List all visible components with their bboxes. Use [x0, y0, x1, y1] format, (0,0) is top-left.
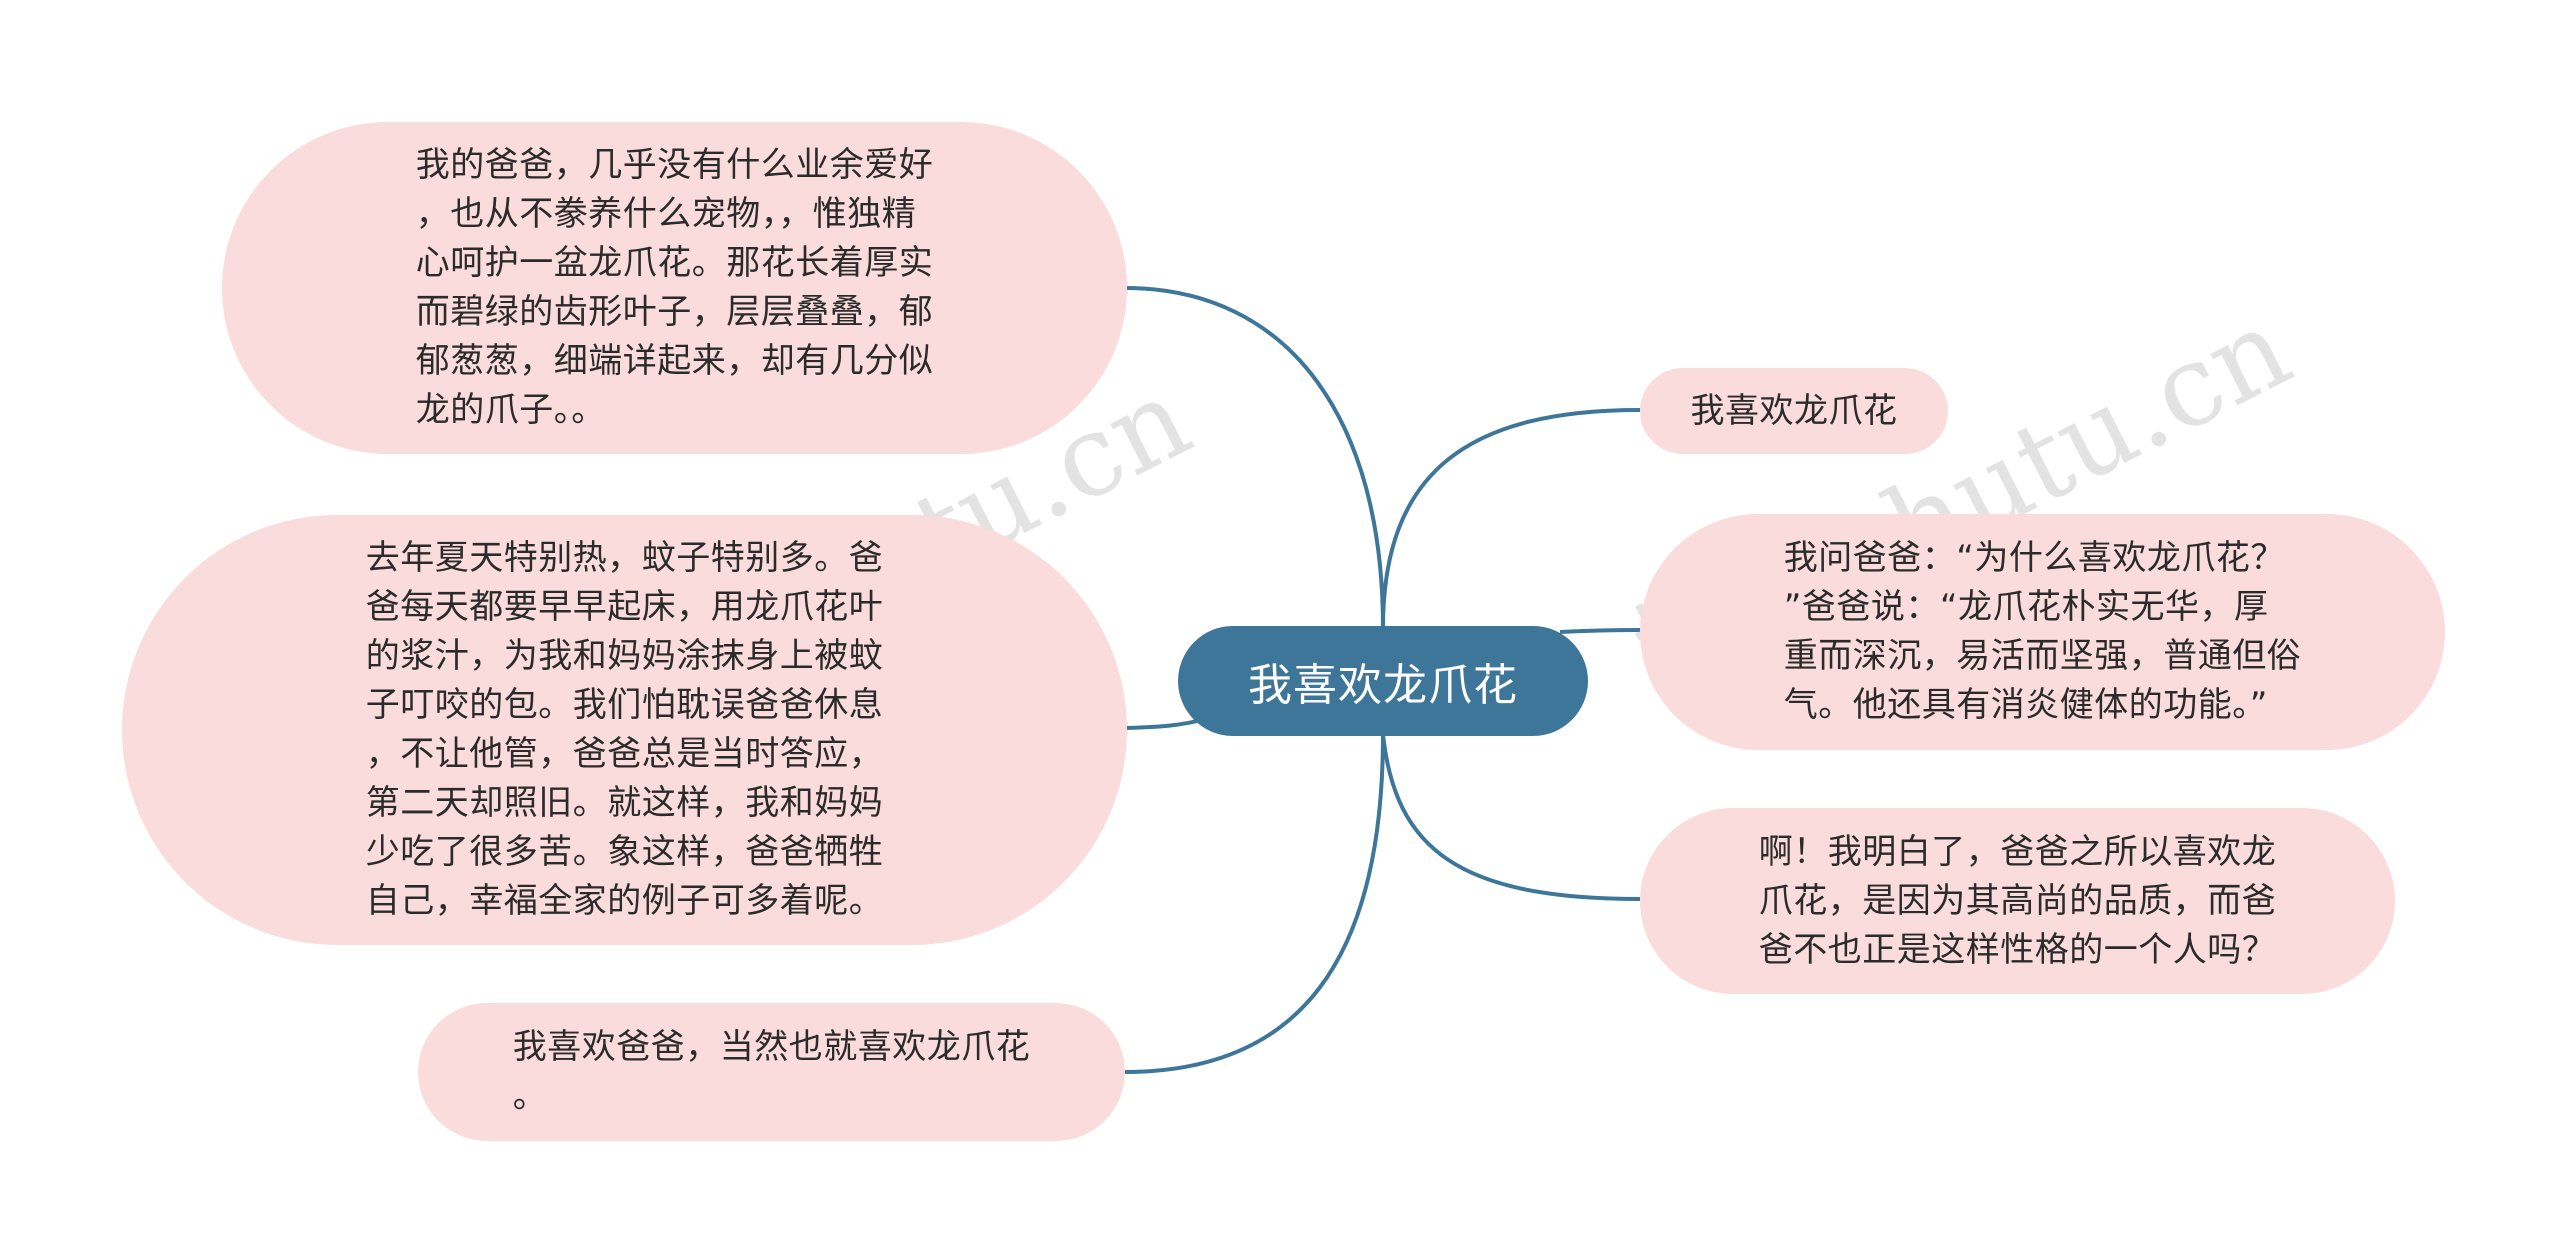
- topic-right-2[interactable]: 我问爸爸：“为什么喜欢龙爪花？ ”爸爸说：“龙爪花朴实无华，厚 重而深沉，易活而…: [1640, 514, 2445, 750]
- topic-right-3-text: 啊！我明白了，爸爸之所以喜欢龙 爪花，是因为其高尚的品质，而爸 爸不也正是这样性…: [1758, 831, 2277, 970]
- central-topic-label: 我喜欢龙爪花: [1248, 660, 1518, 711]
- topic-left-2-text: 去年夏天特别热，蚊子特别多。爸 爸每天都要早早起床，用龙爪花叶 的浆汁，为我和妈…: [365, 538, 884, 921]
- topic-left-3-text: 我喜欢爸爸，当然也就喜欢龙爪花 。: [512, 1027, 1031, 1116]
- topic-left-1-text: 我的爸爸，几乎没有什么业余爱好 ，也从不豢养什么宠物，，惟独精 心呵护一盆龙爪花…: [415, 145, 934, 430]
- topic-left-2[interactable]: 去年夏天特别热，蚊子特别多。爸 爸每天都要早早起床，用龙爪花叶 的浆汁，为我和妈…: [122, 515, 1127, 945]
- connector-right-3: [1381, 733, 1641, 901]
- topic-left-3[interactable]: 我喜欢爸爸，当然也就喜欢龙爪花 。: [418, 1003, 1125, 1141]
- central-topic[interactable]: 我喜欢龙爪花: [1178, 626, 1588, 736]
- topic-left-1[interactable]: 我的爸爸，几乎没有什么业余爱好 ，也从不豢养什么宠物，，惟独精 心呵护一盆龙爪花…: [222, 122, 1127, 454]
- topic-right-1[interactable]: 我喜欢龙爪花: [1640, 368, 1948, 454]
- topic-right-2-text: 我问爸爸：“为什么喜欢龙爪花？ ”爸爸说：“龙爪花朴实无华，厚 重而深沉，易活而…: [1783, 538, 2302, 725]
- connector-left-3: [1124, 733, 1385, 1074]
- topic-right-3[interactable]: 啊！我明白了，爸爸之所以喜欢龙 爪花，是因为其高尚的品质，而爸 爸不也正是这样性…: [1640, 808, 2395, 994]
- connector-right-1: [1381, 408, 1641, 629]
- topic-right-1-text: 我喜欢龙爪花: [1690, 390, 1898, 431]
- connector-left-1: [1124, 286, 1385, 629]
- connector-right-2: [1559, 628, 1641, 634]
